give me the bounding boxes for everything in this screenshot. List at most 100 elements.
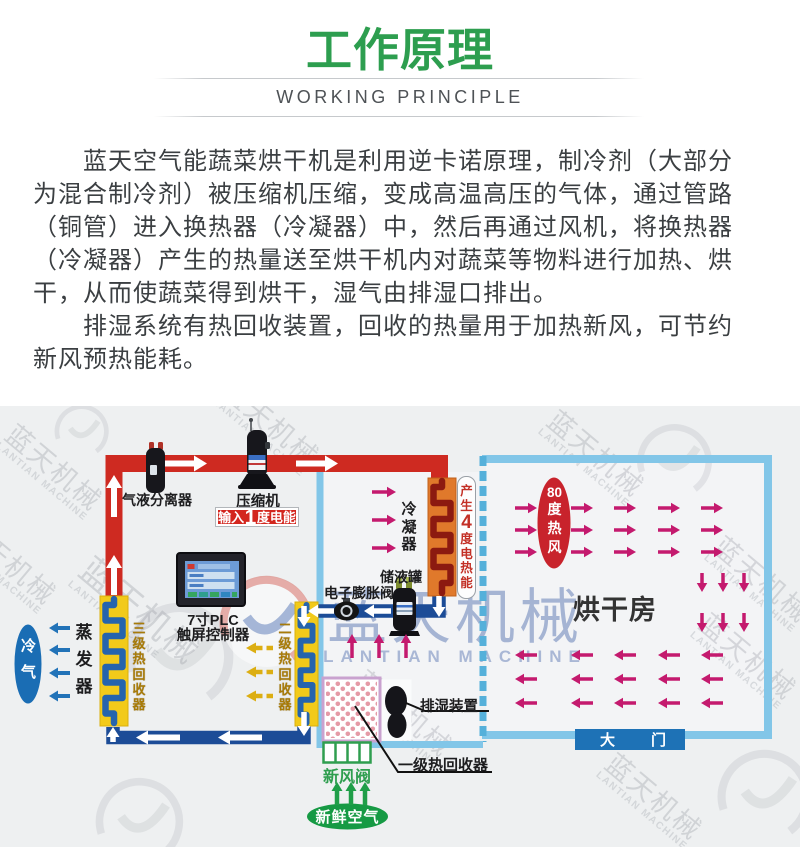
recovery-transfer-arrow xyxy=(246,666,256,678)
room-air-arrow xyxy=(738,573,750,592)
room-air-arrow xyxy=(658,546,680,558)
recovery-chamber-wall xyxy=(316,472,483,748)
dehumidifier-pointer-line xyxy=(405,702,489,712)
token: 能 xyxy=(282,509,296,525)
schematic-drawing xyxy=(14,418,772,830)
pipe-flow-arrow xyxy=(297,606,311,627)
token: 器 xyxy=(75,677,93,696)
liquid-receiver-tank xyxy=(389,577,420,636)
token: 回 xyxy=(278,666,292,682)
intro-paragraph: 蓝天空气能蔬菜烘干机是利用逆卡诺原理，制冷剂（大部分 为混合制冷剂）被压缩机压缩… xyxy=(33,145,767,376)
gas-liquid-separator xyxy=(146,442,165,493)
room-air-arrow xyxy=(515,502,537,514)
token: 收 xyxy=(278,681,292,697)
pipe-flow-arrow xyxy=(297,712,311,736)
recovery-transfer-arrow xyxy=(246,690,256,702)
fresh-air-arrow xyxy=(359,782,371,805)
room-air-arrow xyxy=(696,613,708,632)
token: 入 xyxy=(231,509,245,525)
room-air-arrow xyxy=(614,502,636,514)
compressor-unit xyxy=(238,418,276,489)
plc-label-line2: 触屏控制器 xyxy=(176,628,250,644)
condenser-coil xyxy=(427,477,457,597)
intro-line: 为混合制冷剂）被压缩机压缩，变成高温高压的气体，通过管路 xyxy=(33,181,733,208)
fresh-air-label: 新鲜空气 xyxy=(315,809,380,826)
room-air-arrow xyxy=(701,673,723,685)
flow-arrows xyxy=(49,455,750,805)
token: 器 xyxy=(401,536,417,553)
pipe-flow-arrow xyxy=(106,555,122,595)
room-air-arrow xyxy=(571,502,593,514)
stage2-recovery-label: 二级热回收器 xyxy=(276,621,294,712)
token: 能 xyxy=(460,576,473,591)
shape xyxy=(717,749,800,835)
room-air-arrow xyxy=(571,524,593,536)
token: 电 xyxy=(460,546,473,561)
token: 电 xyxy=(269,509,283,525)
cold-air-arrow xyxy=(49,644,70,656)
pipe-flow-arrow xyxy=(165,455,207,472)
room-air-arrow xyxy=(614,649,636,661)
room-air-arrow xyxy=(614,673,636,685)
token: 发 xyxy=(75,650,93,669)
token: 冷 xyxy=(401,501,417,518)
fresh-air-valve-label: 新风阀 xyxy=(322,769,371,786)
watermark-logo xyxy=(95,778,184,847)
token: 风 xyxy=(547,539,562,555)
intro-line: 蓝天空气能蔬菜烘干机是利用逆卡诺原理，制冷剂（大部分 xyxy=(33,148,733,175)
token: 级 xyxy=(278,636,292,652)
intro-line: （冷凝器）产生的热量送至烘干机内对蔬菜等物料进行加热、烘 xyxy=(33,247,733,274)
token: 热 xyxy=(460,561,473,576)
room-air-arrow xyxy=(515,673,537,685)
token: 级 xyxy=(132,636,146,652)
receiver-label: 储液罐 xyxy=(380,569,422,585)
room-air-arrow xyxy=(658,649,680,661)
pipe-flow-arrow xyxy=(136,730,180,745)
room-air-arrow xyxy=(614,697,636,709)
token: 度 xyxy=(547,501,562,517)
room-air-arrow xyxy=(738,613,750,632)
room-air-arrow xyxy=(701,524,723,536)
stage1-recovery-label: 一级热回收器 xyxy=(398,757,489,774)
fresh-air-arrow xyxy=(331,782,343,805)
token: 收 xyxy=(132,681,146,697)
cold-air-bubble xyxy=(14,624,42,704)
condenser-air-arrow xyxy=(372,542,396,554)
shape xyxy=(740,776,798,809)
pipe-flow-arrow xyxy=(308,604,334,618)
shape xyxy=(637,424,712,492)
room-air-arrow xyxy=(658,673,680,685)
token: 凝 xyxy=(401,518,417,536)
chamber-air-arrow xyxy=(373,634,385,658)
token: 产 xyxy=(460,484,473,499)
chamber-air-arrow xyxy=(400,634,412,658)
room-air-arrow xyxy=(571,546,593,558)
shape xyxy=(117,802,170,833)
dehumidifier-label: 排湿装置 xyxy=(420,699,478,715)
pipe-flow-arrow xyxy=(106,475,122,517)
token: 热 xyxy=(132,651,146,667)
token: 气 xyxy=(20,664,36,681)
gate-label: 大门 xyxy=(575,729,685,750)
token: 二 xyxy=(278,621,292,636)
evaporator-coil xyxy=(99,595,129,727)
pipe-flow-arrow xyxy=(106,727,120,742)
room-air-arrow xyxy=(717,613,729,632)
token: 4 xyxy=(461,511,472,533)
room-air-arrow xyxy=(571,649,593,661)
room-air-arrow xyxy=(701,502,723,514)
stage2-recovery-coil xyxy=(294,601,319,727)
evaporator-label: 蒸发器 xyxy=(73,619,95,700)
plc-touch-screen xyxy=(176,552,246,607)
cold-air-arrow xyxy=(49,667,70,679)
compressor-label: 压缩机 xyxy=(236,494,280,510)
room-air-arrow xyxy=(515,524,537,536)
condenser-label: 冷凝器 xyxy=(398,501,420,554)
page-subtitle: WORKING PRINCIPLE xyxy=(276,87,524,107)
room-air-arrow xyxy=(658,524,680,536)
room-air-arrow xyxy=(614,546,636,558)
shape xyxy=(151,632,217,671)
shape xyxy=(95,778,184,847)
stage1-recovery-pointer-line xyxy=(354,705,492,773)
